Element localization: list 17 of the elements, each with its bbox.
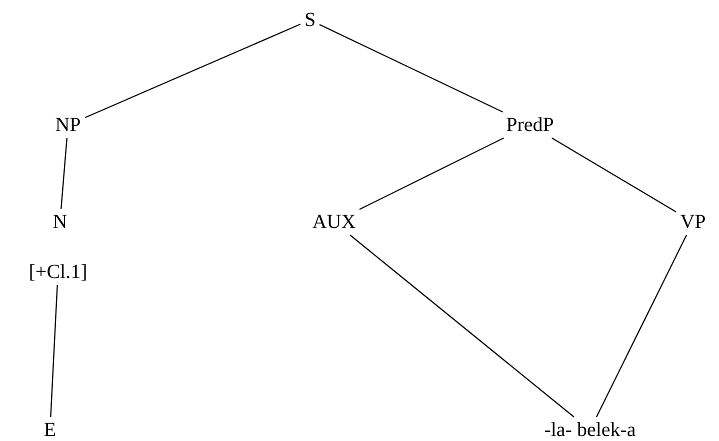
tree-node-label: VP xyxy=(676,209,710,235)
tree-branch xyxy=(359,137,504,210)
tree-branch xyxy=(50,284,58,418)
tree-branch xyxy=(60,138,68,210)
tree-node-label: PredP xyxy=(502,112,558,138)
tree-branch xyxy=(319,24,504,113)
tree-node-label: [+Cl.1] xyxy=(24,259,92,285)
tree-node-label: E xyxy=(40,417,60,441)
tree-node-label: NP xyxy=(51,112,85,138)
tree-branch xyxy=(596,234,688,418)
tree-node-label: -la- belek-a xyxy=(540,417,640,441)
tree-branch xyxy=(552,137,676,212)
tree-branch xyxy=(350,234,574,418)
tree-node-label: S xyxy=(300,7,320,33)
tree-node-label: AUX xyxy=(308,209,360,235)
tree-node-label: N xyxy=(48,209,72,235)
tree-branch xyxy=(84,24,301,118)
